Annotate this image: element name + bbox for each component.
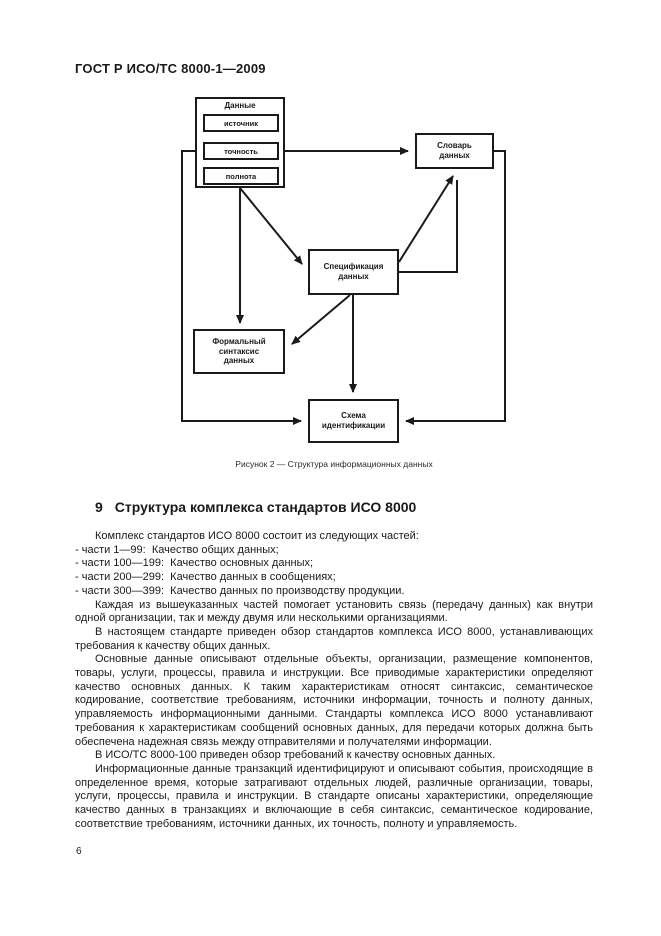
box-label-accuracy: точность bbox=[224, 146, 258, 156]
paragraph-master-data: Основные данные описывают отдельные объе… bbox=[75, 653, 593, 748]
list-item-parts-1-99: - части 1—99: Качество общих данных; bbox=[75, 543, 279, 556]
box-label-completeness: полнота bbox=[225, 171, 257, 181]
diagram-box-data: Данные источник точность полнота bbox=[195, 97, 285, 188]
paragraph-iso-8000-100: В ИСО/ТС 8000-100 приведен обзор требова… bbox=[95, 749, 496, 762]
diagram-box-accuracy: точность bbox=[203, 142, 279, 160]
section-number: 9 bbox=[95, 499, 103, 515]
box-label-specification: Спецификация данных bbox=[323, 262, 384, 281]
body-text: Комплекс стандартов ИСО 8000 состоит из … bbox=[75, 530, 593, 831]
box-label-formal-syntax: Формальный синтаксис данных bbox=[212, 337, 266, 366]
figure-diagram: Данные источник точность полнота Словарь… bbox=[70, 85, 600, 457]
diagram-box-formal-syntax: Формальный синтаксис данных bbox=[193, 329, 285, 374]
paragraph-communication: Каждая из вышеуказанных частей помогает … bbox=[75, 598, 593, 625]
box-label-source: источник bbox=[224, 118, 258, 128]
box-label-dictionary: Словарь данных bbox=[437, 141, 472, 160]
list-item-parts-300-399: - части 300—399: Качество данных по прои… bbox=[75, 584, 405, 597]
list-item-parts-100-199: - части 100—199: Качество основных данны… bbox=[75, 557, 314, 570]
box-label-identification-scheme: Схема идентификации bbox=[321, 411, 386, 430]
figure-caption: Рисунок 2 — Структура информационных дан… bbox=[235, 459, 433, 469]
diagram-box-specification: Спецификация данных bbox=[308, 249, 399, 295]
diagram-box-dictionary: Словарь данных bbox=[415, 133, 494, 169]
paragraph-intro: Комплекс стандартов ИСО 8000 состоит из … bbox=[95, 530, 419, 542]
doc-header: ГОСТ Р ИСО/ТС 8000-1—2009 bbox=[75, 61, 266, 76]
section-heading: 9 Структура комплекса стандартов ИСО 8000 bbox=[75, 499, 613, 515]
diagram-box-identification-scheme: Схема идентификации bbox=[308, 399, 399, 443]
diagram-box-source: источник bbox=[203, 114, 279, 132]
paragraph-transaction-data: Информационные данные транзакций идентиф… bbox=[75, 762, 593, 830]
diagram-arrows bbox=[181, 147, 506, 425]
page-number: 6 bbox=[76, 846, 82, 857]
list-item-parts-200-299: - части 200—299: Качество данных в сообщ… bbox=[75, 571, 336, 584]
diagram-box-completeness: полнота bbox=[203, 167, 279, 185]
box-label-data: Данные bbox=[224, 101, 256, 110]
paragraph-overview: В настоящем стандарте приведен обзор ста… bbox=[75, 625, 593, 652]
section-title: Структура комплекса стандартов ИСО 8000 bbox=[114, 499, 417, 515]
